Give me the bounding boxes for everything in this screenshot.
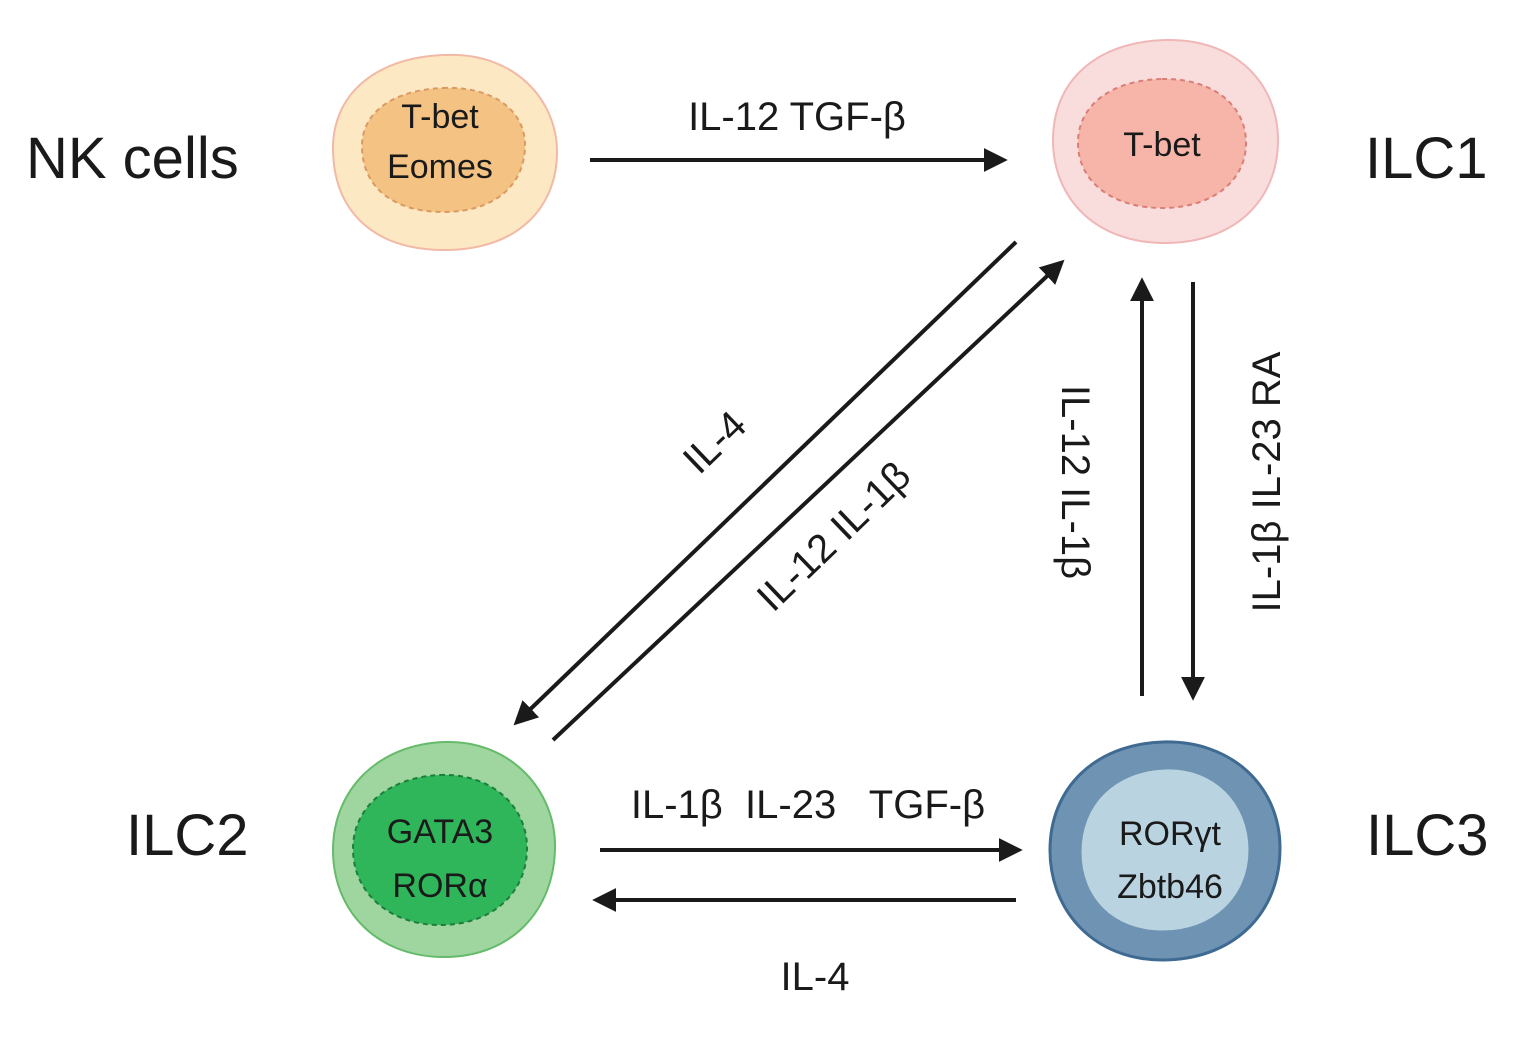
ilc3-cell-nucleus xyxy=(1081,769,1249,931)
nk-cells-label: NK cells xyxy=(26,126,239,191)
ilc2-marker-gata3: GATA3 xyxy=(387,813,493,851)
nk-marker-tbet: T-bet xyxy=(401,98,479,136)
label-ilc1-to-ilc3: IL-1β IL-23 RA xyxy=(1245,351,1289,612)
ilc3-label: ILC3 xyxy=(1366,803,1489,868)
label-ilc3-to-ilc2: IL-4 xyxy=(781,955,850,999)
ilc1-marker-tbet: T-bet xyxy=(1123,126,1201,164)
nk-marker-eomes: Eomes xyxy=(387,148,493,186)
arrow-ilc1-to-ilc2 xyxy=(513,240,1018,726)
label-nk-to-ilc1: IL-12 TGF-β xyxy=(688,95,906,139)
ilc1-cell: T-bet xyxy=(1051,38,1280,245)
nk-cell-nucleus xyxy=(360,86,527,214)
ilc1-cell-nucleus xyxy=(1076,77,1248,210)
arrow-ilc2-to-ilc1 xyxy=(551,259,1065,742)
ilc3-marker-rorgt: RORγt xyxy=(1119,815,1222,853)
ilc3-cell: RORγt Zbtb46 xyxy=(1048,740,1282,962)
ilc1-label: ILC1 xyxy=(1365,126,1488,191)
ilc2-marker-rora: RORα xyxy=(392,867,487,905)
label-ilc3-to-ilc1: IL-12 IL-1β xyxy=(1053,385,1097,579)
nk-cell: T-bet Eomes xyxy=(331,53,559,252)
label-ilc2-to-ilc3: IL-1β IL-23 TGF-β xyxy=(631,783,985,827)
ilc2-cell: GATA3 RORα xyxy=(331,740,557,959)
label-ilc1-to-ilc2: IL-4 xyxy=(675,403,755,483)
ilc2-label: ILC2 xyxy=(126,803,249,868)
ilc3-marker-zbtb46: Zbtb46 xyxy=(1117,868,1223,906)
ilc2-cell-nucleus xyxy=(351,773,529,927)
